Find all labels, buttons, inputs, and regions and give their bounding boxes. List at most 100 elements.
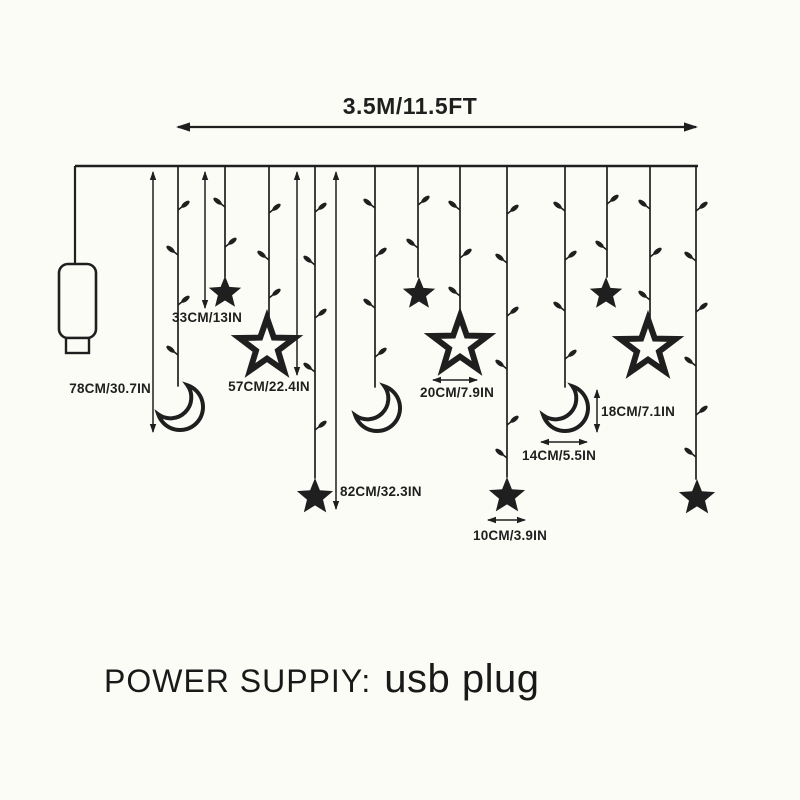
bulb-stem	[268, 294, 274, 299]
led-bulb	[314, 308, 327, 319]
bulb-tip	[568, 349, 577, 357]
bulb-stem	[691, 257, 697, 262]
bulb-stem	[560, 307, 566, 312]
bulb-stem	[645, 296, 651, 301]
bulb-tip	[272, 288, 281, 296]
star-outline-ornament	[423, 306, 497, 376]
arrowhead	[469, 376, 478, 384]
led-bulb	[495, 448, 508, 459]
bulb-stem	[220, 203, 226, 208]
arrowhead	[201, 300, 209, 309]
led-bulb	[406, 238, 419, 249]
led-bulb	[417, 195, 430, 206]
bulb-tip	[448, 200, 457, 208]
arrowhead	[201, 171, 209, 180]
arrowhead	[293, 171, 301, 180]
star-outline-ornament	[611, 309, 685, 379]
bulb-tip	[363, 298, 372, 306]
led-bulb	[224, 237, 237, 248]
light-string	[208, 165, 242, 307]
bulb-tip	[166, 245, 175, 253]
bulb-tip	[699, 302, 708, 310]
star-filled-ornament	[296, 478, 334, 513]
led-bulb	[257, 250, 270, 261]
bulb-stem	[602, 246, 608, 251]
bulb-stem	[691, 362, 697, 367]
bulb-stem	[374, 353, 380, 358]
bulb-stem	[173, 251, 179, 256]
light-string	[488, 165, 526, 512]
light-string	[611, 165, 685, 379]
led-bulb	[448, 200, 461, 211]
bulb-stem	[695, 308, 701, 313]
dimension-label: 10CM/3.9IN	[473, 528, 547, 543]
power-supply-text: POWER SUPPIY: usb plug	[104, 657, 540, 702]
led-bulb	[506, 415, 519, 426]
bulb-stem	[502, 365, 508, 370]
bulb-tip	[378, 247, 387, 255]
arrowhead	[149, 424, 157, 433]
span-arrowhead-right	[684, 122, 698, 132]
led-bulb	[506, 306, 519, 317]
bulb-stem	[502, 454, 508, 459]
bulb-stem	[691, 453, 697, 458]
bulb-tip	[272, 203, 281, 211]
led-bulb	[684, 447, 697, 458]
dimension-drop-82cm: 82CM/32.3IN	[332, 171, 422, 510]
bulb-tip	[318, 308, 327, 316]
led-bulb	[564, 349, 577, 360]
bulb-tip	[181, 295, 190, 303]
led-bulb	[638, 290, 651, 301]
led-bulb	[553, 301, 566, 312]
bulb-tip	[638, 290, 647, 298]
bulb-tip	[684, 251, 693, 259]
bulb-stem	[459, 254, 465, 259]
bulb-tip	[378, 347, 387, 355]
led-bulb	[363, 298, 376, 309]
light-string	[296, 165, 334, 513]
arrowhead	[487, 516, 496, 524]
bulb-stem	[564, 355, 570, 360]
led-bulb	[213, 197, 226, 208]
bulb-stem	[506, 210, 512, 215]
led-bulb	[695, 201, 708, 212]
led-bulb	[459, 248, 472, 259]
led-bulb	[314, 202, 327, 213]
bulb-stem	[506, 312, 512, 317]
bulb-tip	[181, 200, 190, 208]
wire-layer	[57, 164, 698, 355]
span-dimension-label: 3.5M/11.5FT	[343, 93, 478, 119]
bulb-tip	[495, 253, 504, 261]
bulb-tip	[595, 240, 604, 248]
led-bulb	[649, 247, 662, 258]
bulb-tip	[257, 250, 266, 258]
light-string	[539, 165, 590, 433]
dimension-label: 14CM/5.5IN	[522, 448, 596, 463]
bulb-stem	[173, 351, 179, 356]
bulb-stem	[310, 261, 316, 266]
arrowhead	[593, 389, 601, 398]
bulb-tip	[303, 255, 312, 263]
led-bulb	[448, 286, 461, 297]
led-bulb	[166, 345, 179, 356]
bulb-tip	[510, 306, 519, 314]
bulb-stem	[310, 368, 316, 373]
moon-ornament	[351, 382, 402, 433]
led-bulb	[303, 362, 316, 373]
led-bulb	[606, 194, 619, 205]
bulb-stem	[695, 411, 701, 416]
led-bulb	[495, 253, 508, 264]
span-arrowhead-left	[176, 122, 190, 132]
bulb-tip	[684, 356, 693, 364]
led-bulb	[684, 356, 697, 367]
light-string	[230, 165, 304, 378]
led-bulb	[638, 199, 651, 210]
star-filled-ornament	[589, 277, 623, 308]
arrowhead	[332, 171, 340, 180]
star-filled-ornament	[488, 477, 526, 512]
bulb-stem	[564, 256, 570, 261]
led-bulb	[268, 288, 281, 299]
dimension-drop-33cm: 33CM/13IN	[172, 171, 242, 325]
usb-plug-body	[57, 262, 98, 340]
